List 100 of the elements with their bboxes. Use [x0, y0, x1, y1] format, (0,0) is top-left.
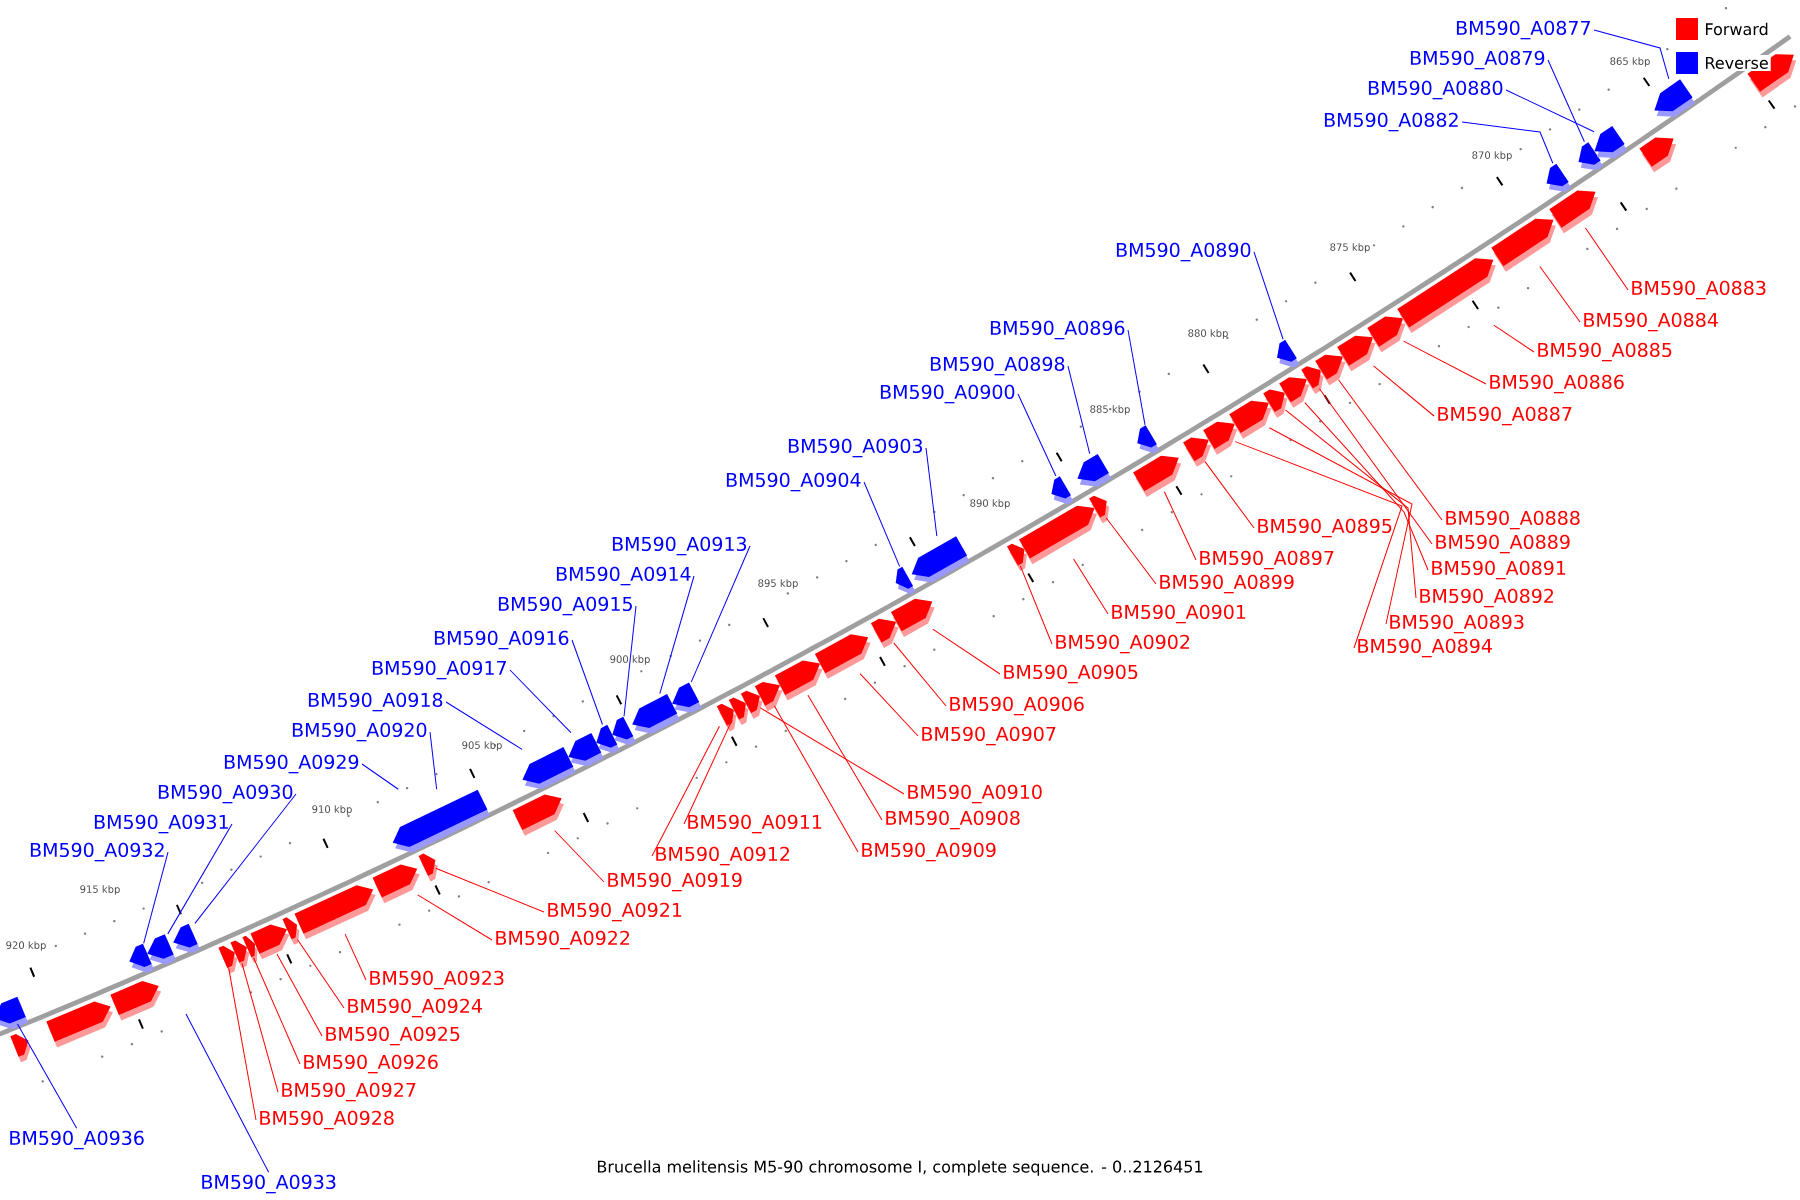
gene-block	[1203, 421, 1238, 455]
gene-block	[392, 789, 490, 853]
gene-block	[1367, 316, 1406, 353]
leader-line	[1338, 379, 1443, 521]
gene-block	[46, 1001, 114, 1048]
gene-label: BM590_A0912	[656, 846, 790, 866]
gene-label: BM590_A0887	[1438, 406, 1572, 426]
gene-block	[1137, 425, 1160, 454]
gene-block	[814, 634, 871, 679]
gene-block	[1397, 258, 1496, 333]
gene-label: BM590_A0899	[1160, 574, 1294, 594]
leader-line	[143, 851, 169, 944]
leader-line	[773, 705, 859, 853]
gene-label: BM590_A0889	[1436, 534, 1570, 554]
gene-block	[1491, 218, 1556, 272]
gene-block	[890, 598, 935, 637]
gene-block	[1263, 389, 1288, 418]
leader-line	[1163, 491, 1197, 561]
gene-label: BM590_A0884	[1584, 312, 1718, 332]
gene-block	[522, 747, 576, 790]
gene-label: BM590_A0924	[348, 998, 482, 1018]
leader-line	[623, 605, 637, 717]
leader-line	[1373, 365, 1435, 417]
leader-line	[296, 939, 345, 1009]
leader-line	[435, 867, 545, 913]
gene-label: BM590_A0919	[608, 872, 742, 892]
leader-line	[1284, 409, 1417, 599]
gene-label: BM590_A0921	[548, 902, 682, 922]
gene-label: BM590_A0895	[1258, 518, 1392, 538]
gene-label: BM590_A0896	[990, 320, 1125, 340]
gene-label: BM590_A0897	[1200, 550, 1334, 570]
leader-line	[417, 894, 493, 941]
gene-label: BM590_A0926	[304, 1054, 438, 1074]
leader-line	[1304, 402, 1429, 571]
gene-block	[294, 885, 376, 940]
gene-label: BM590_A0880	[1368, 80, 1503, 100]
gene-block	[911, 536, 970, 583]
leader-line	[1234, 441, 1403, 649]
gene-block	[1077, 453, 1112, 487]
gene-block	[147, 934, 176, 965]
leader-line	[185, 1013, 270, 1173]
gene-label: BM590_A0908	[886, 810, 1020, 830]
gene-label: BM590_A0902	[1056, 634, 1190, 654]
gene-label: BM590_A0911	[688, 814, 822, 834]
leader-line	[253, 957, 301, 1065]
leader-line	[1547, 59, 1585, 143]
gene-label: BM590_A0877	[1456, 20, 1590, 40]
gene-block	[372, 864, 420, 904]
gene-label: BM590_A0916	[434, 630, 569, 650]
leader-line	[228, 967, 257, 1121]
leader-line	[659, 575, 695, 695]
leader-line	[1019, 565, 1053, 645]
gene-block	[1654, 79, 1695, 117]
gene-label: BM590_A0892	[1420, 588, 1554, 608]
gene-block	[1051, 476, 1074, 505]
gene-block	[1301, 366, 1324, 394]
leader-line	[571, 639, 603, 725]
gene-block	[1337, 335, 1376, 372]
gene-label: BM590_A0913	[612, 536, 747, 556]
gene-block	[0, 996, 29, 1030]
gene-label: BM590_A0936	[10, 1130, 144, 1150]
gene-label: BM590_A0894	[1358, 638, 1492, 658]
gene-label: BM590_A0925	[326, 1026, 460, 1046]
gene-label: BM590_A0922	[496, 930, 630, 950]
leader-line	[863, 481, 901, 567]
gene-block	[1133, 455, 1182, 497]
gene-label: BM590_A0905	[1004, 664, 1138, 684]
gene-block	[612, 716, 636, 746]
gene-label: BM590_A0904	[726, 472, 861, 492]
gene-label: BM590_A0893	[1390, 614, 1524, 634]
leader-line	[361, 763, 399, 790]
gene-label: BM590_A0890	[1116, 242, 1251, 262]
legend-label: Reverse	[1702, 55, 1771, 71]
gene-label: BM590_A0898	[930, 356, 1065, 376]
leader-line	[1539, 266, 1581, 323]
leader-line	[1073, 558, 1109, 615]
leader-line	[859, 673, 919, 737]
gene-block	[754, 681, 783, 712]
leader-line	[429, 731, 438, 790]
leader-line	[344, 933, 367, 981]
gene-label: BM590_A0917	[372, 660, 506, 680]
gene-label: BM590_A0903	[788, 438, 923, 458]
leader-line	[509, 669, 572, 734]
gene-block	[632, 694, 680, 734]
gene-block	[282, 917, 300, 945]
gene-block	[870, 618, 899, 649]
leader-line	[1493, 324, 1535, 353]
gene-block	[1183, 437, 1212, 467]
gene-label: BM590_A0918	[308, 692, 443, 712]
gene-block	[173, 923, 200, 954]
gene-label: BM590_A0900	[880, 384, 1015, 404]
gene-label: BM590_A0931	[94, 814, 228, 834]
gene-label: BM590_A0932	[30, 842, 164, 862]
gene-label: BM590_A0909	[862, 842, 996, 862]
gene-block	[1007, 543, 1027, 572]
gene-label: BM590_A0923	[370, 970, 504, 990]
gene-label: BM590_A0933	[202, 1174, 336, 1194]
gene-block	[1549, 190, 1598, 234]
gene-label: BM590_A0929	[224, 754, 359, 774]
gene-label: BM590_A0885	[1538, 342, 1672, 362]
